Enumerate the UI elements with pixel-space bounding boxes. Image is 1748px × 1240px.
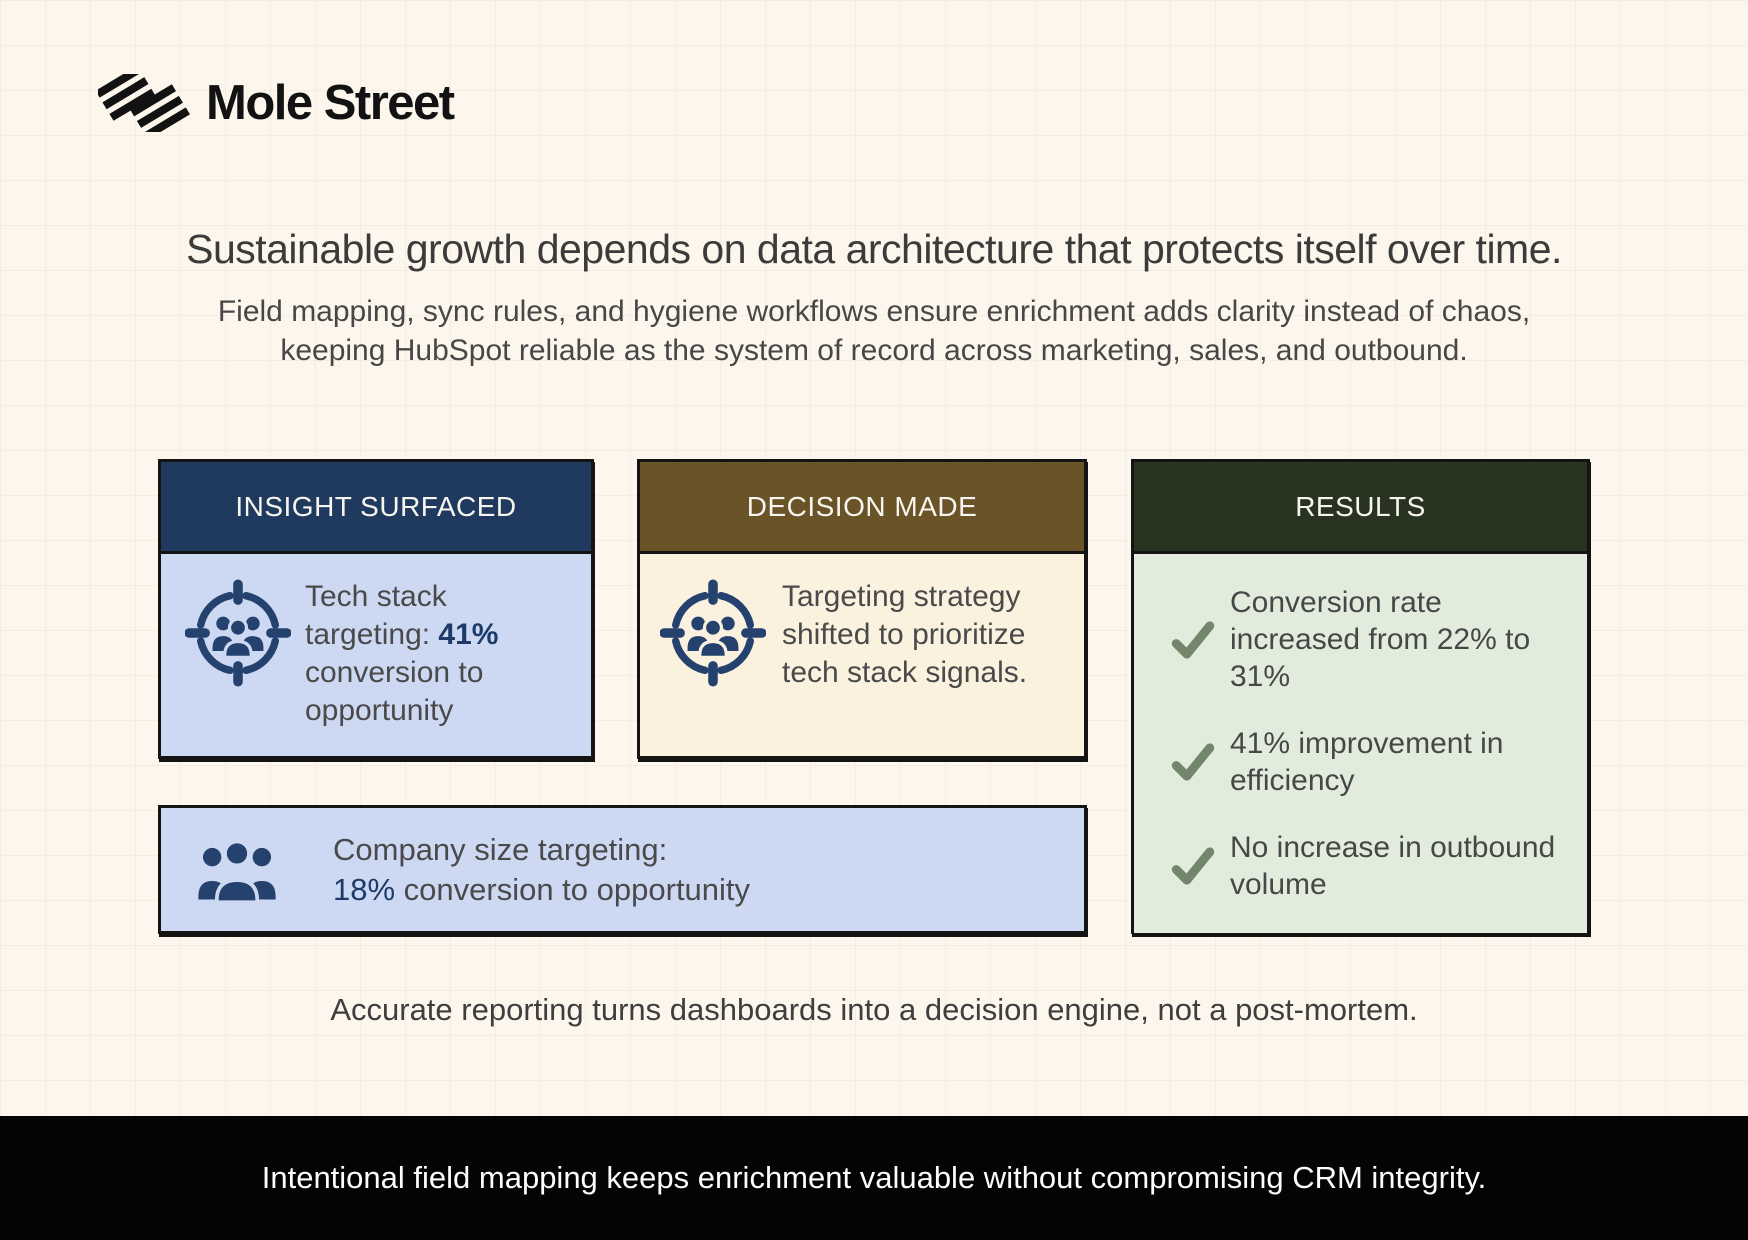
results-card-header: RESULTS — [1134, 462, 1587, 554]
insight-surfaced-card: INSIGHT SURFACED — [158, 459, 594, 759]
target-users-icon — [659, 578, 767, 688]
check-icon — [1171, 620, 1215, 659]
decision-card-header: DECISION MADE — [640, 462, 1084, 554]
result-item-text: 41% improvement in efficiency — [1230, 727, 1504, 797]
insight-card-header: INSIGHT SURFACED — [161, 462, 591, 554]
insight-text-suffix: conversion to opportunity — [305, 656, 484, 727]
footer-bar: Intentional field mapping keeps enrichme… — [0, 1116, 1748, 1240]
diagonal-stripes-logo-icon — [98, 74, 190, 132]
insight-card-text: Tech stack targeting: 41% conversion to … — [305, 576, 571, 746]
check-icon — [1171, 743, 1215, 781]
page-title: Sustainable growth depends on data archi… — [186, 226, 1562, 272]
result-item: Conversion rate increased from 22% to 31… — [1170, 584, 1563, 695]
decision-made-card: DECISION MADE — [637, 459, 1087, 759]
decision-card-text: Targeting strategy shifted to prioritize… — [782, 580, 1028, 689]
target-users-icon — [184, 578, 292, 688]
check-icon — [1171, 847, 1215, 885]
result-item: No increase in outbound volume — [1170, 829, 1563, 903]
page-subtitle-line2: keeping HubSpot reliable as the system o… — [280, 334, 1468, 367]
result-item-text: No increase in outbound volume — [1230, 831, 1556, 901]
insight-text-prefix: Tech stack targeting: — [305, 580, 447, 651]
results-card: RESULTS Conversion rate increased from 2… — [1131, 459, 1590, 934]
company-size-line1: Company size targeting: — [333, 831, 668, 867]
result-item-text: Conversion rate increased from 22% to 31… — [1230, 586, 1531, 693]
insight-text-highlight: 41% — [438, 618, 499, 651]
result-item: 41% improvement in efficiency — [1170, 725, 1563, 799]
company-size-line2: 18% conversion to opportunity — [333, 870, 750, 910]
mole-street-logo: Mole Street — [98, 74, 455, 132]
company-size-card: Company size targeting: 18% conversion t… — [158, 805, 1087, 934]
company-size-suffix: conversion to opportunity — [395, 871, 751, 907]
logo-wordmark: Mole Street — [206, 76, 455, 130]
page-subtitle: Field mapping, sync rules, and hygiene w… — [0, 292, 1748, 370]
page-subtitle-line1: Field mapping, sync rules, and hygiene w… — [217, 295, 1531, 328]
caption-text: Accurate reporting turns dashboards into… — [330, 992, 1418, 1027]
company-size-highlight: 18% — [333, 871, 396, 907]
company-size-text: Company size targeting: 18% conversion t… — [333, 830, 750, 910]
footer-text: Intentional field mapping keeps enrichme… — [261, 1160, 1487, 1195]
people-group-icon — [191, 826, 283, 914]
